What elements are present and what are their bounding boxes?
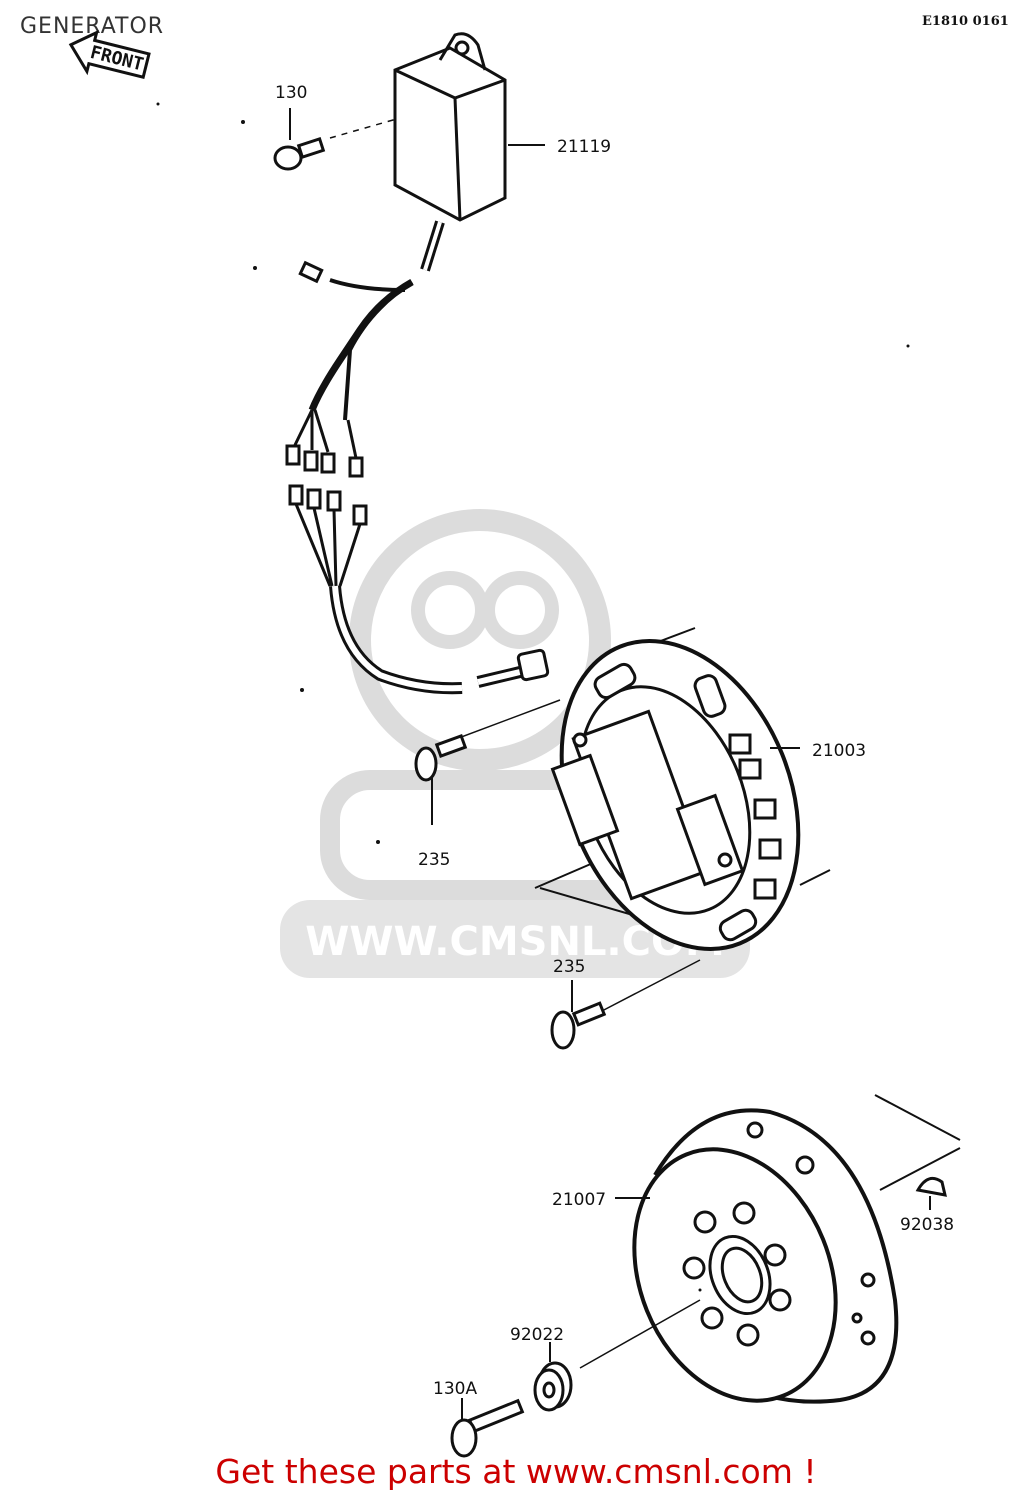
bolt-130a xyxy=(450,1398,525,1458)
cdi-unit-21119 xyxy=(285,32,550,695)
callout-92038: 92038 xyxy=(900,1215,954,1235)
callout-130a: 130A xyxy=(433,1379,477,1399)
bolt-130 xyxy=(273,108,401,171)
cta-footer[interactable]: Get these parts at www.cmsnl.com ! xyxy=(215,1452,817,1491)
flywheel-21007 xyxy=(579,1094,961,1404)
stator-21003 xyxy=(534,627,831,951)
front-arrow: FRONT xyxy=(68,29,151,80)
callout-235-upper: 235 xyxy=(418,850,450,870)
callout-21119: 21119 xyxy=(557,137,611,157)
screw-235-upper xyxy=(414,699,561,825)
callout-21007: 21007 xyxy=(552,1190,606,1210)
screw-235-lower xyxy=(550,959,701,1050)
scan-dots xyxy=(156,102,910,1292)
callout-92022: 92022 xyxy=(510,1325,564,1345)
diagram-code: E1810 0161 xyxy=(922,14,1009,29)
key-92038 xyxy=(915,1176,947,1210)
callout-21003: 21003 xyxy=(812,741,866,761)
callout-130: 130 xyxy=(275,83,307,103)
washer-92022 xyxy=(533,1342,573,1412)
callout-235-lower: 235 xyxy=(553,957,585,977)
